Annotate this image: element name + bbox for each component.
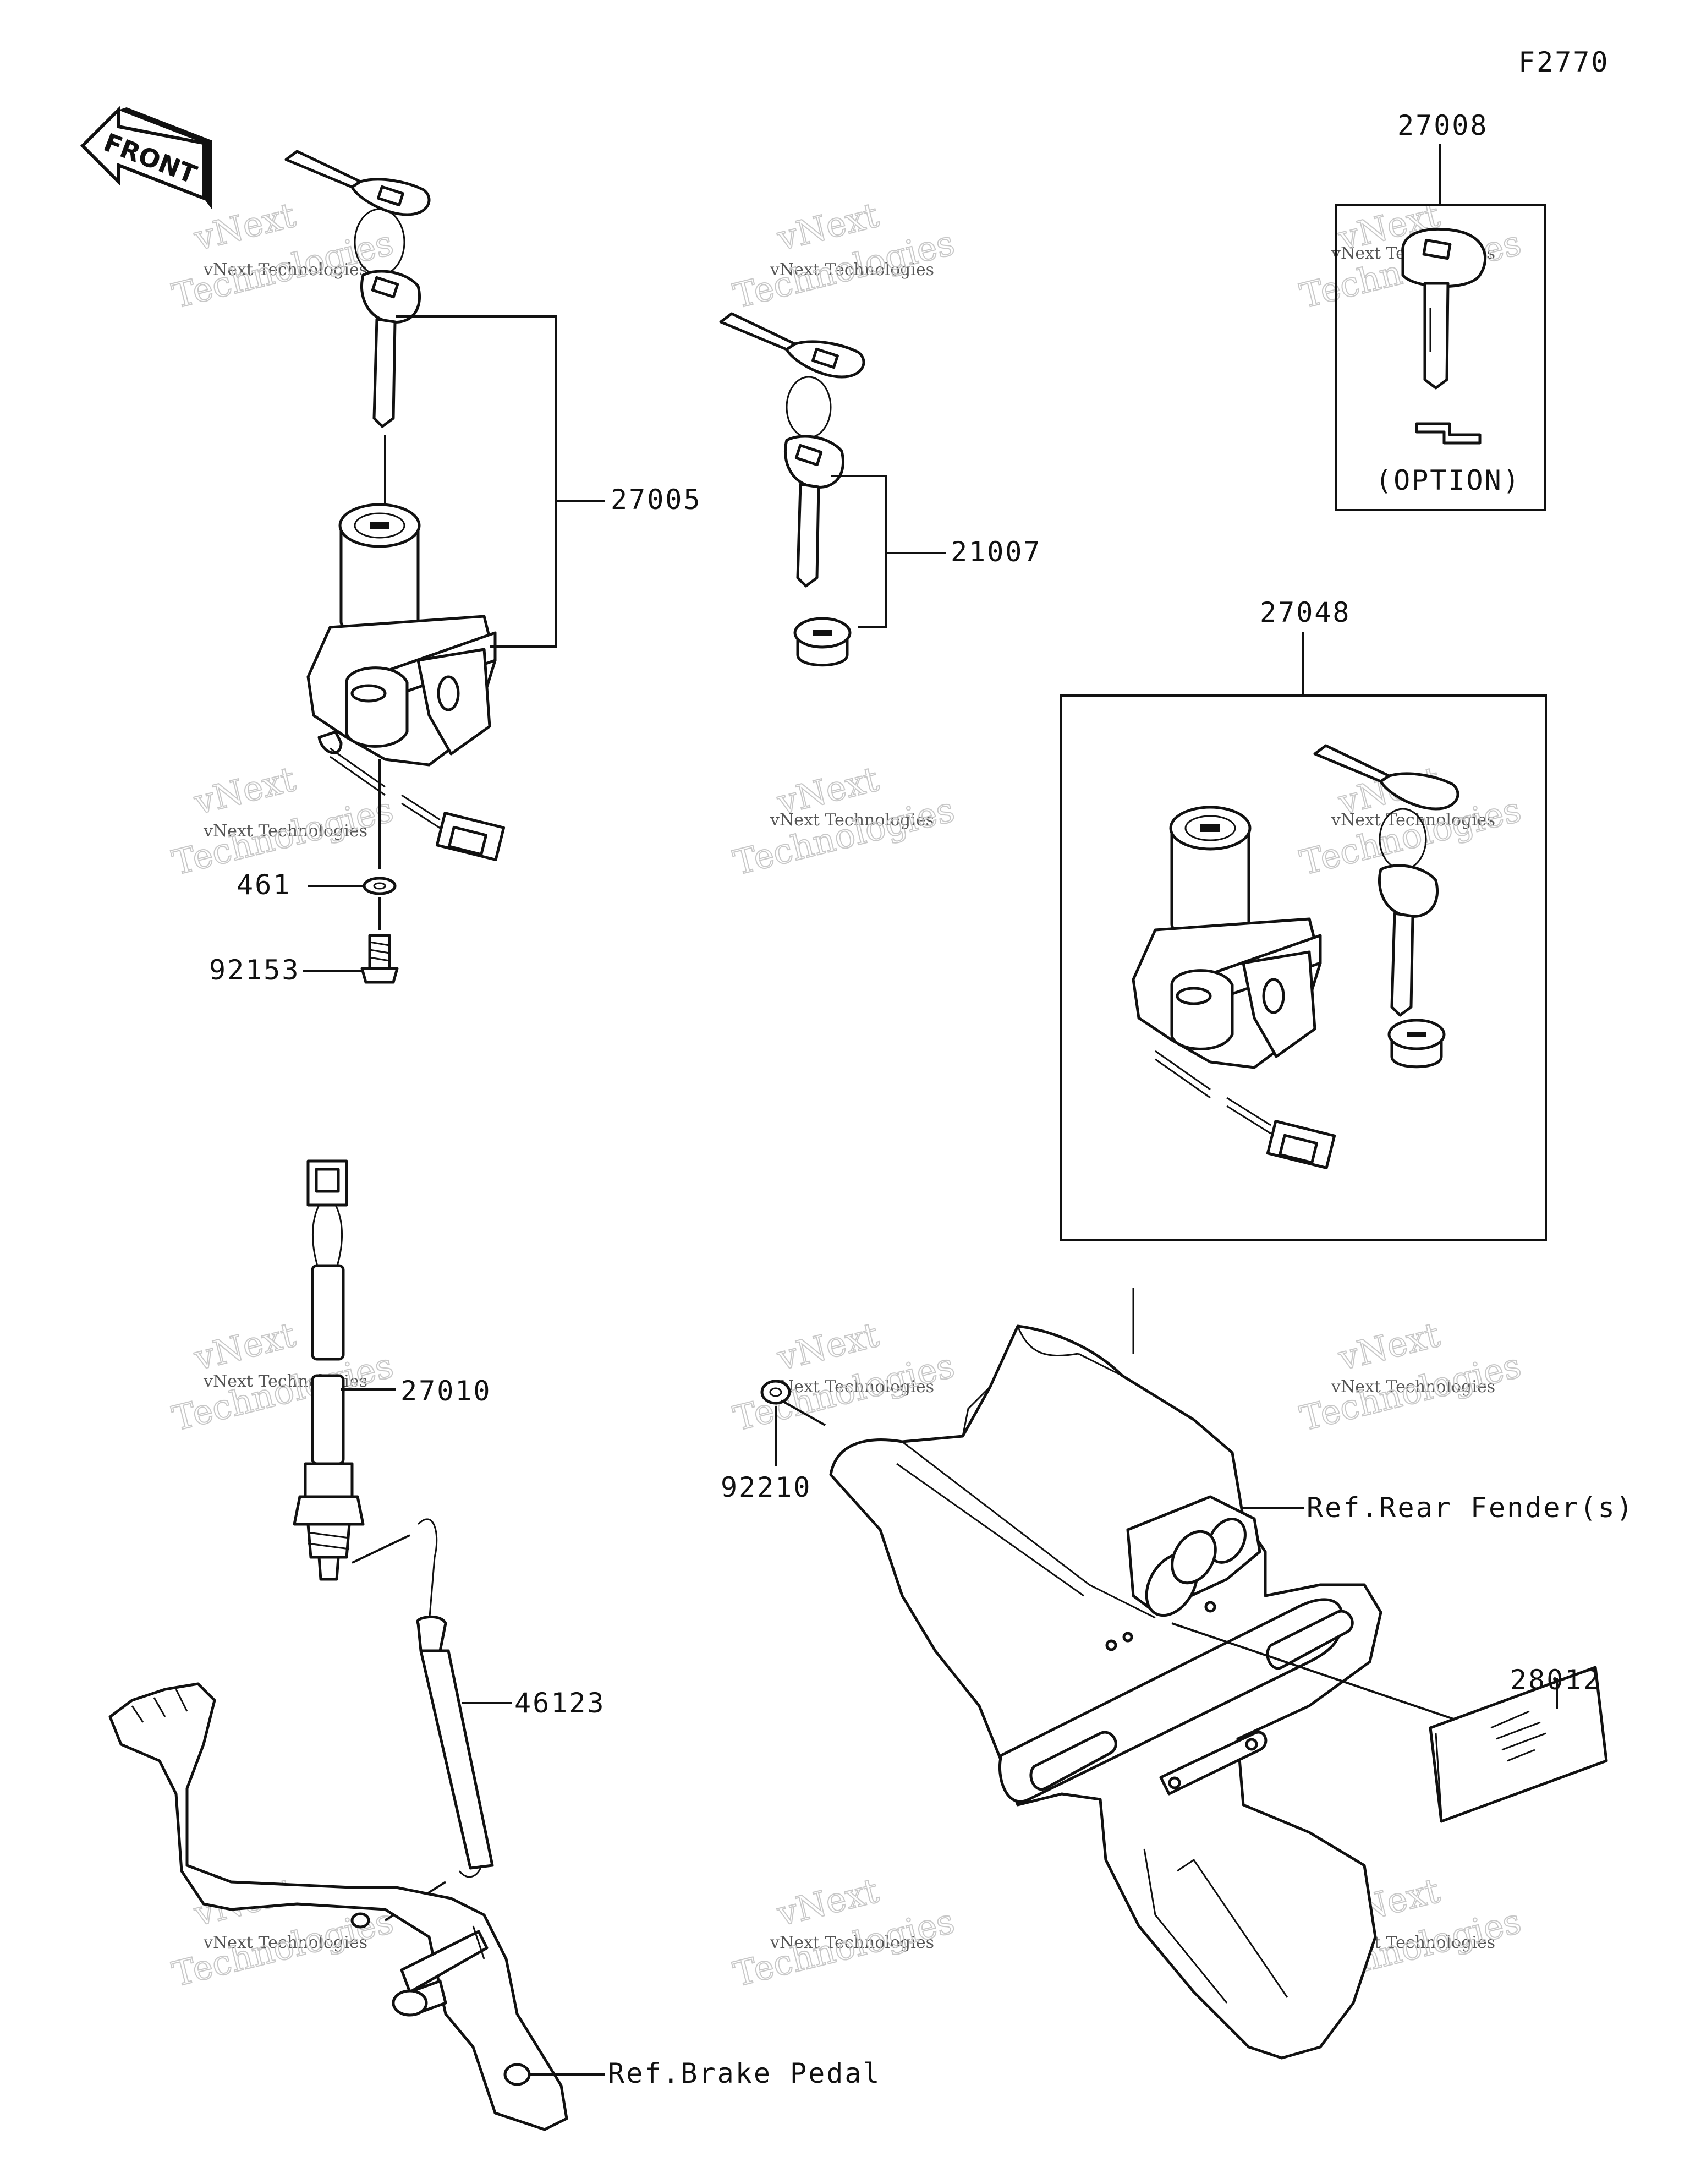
brake-pedal-illustration (108, 1682, 568, 2131)
ignition-key-set-illustration (284, 150, 431, 428)
watermark-text: vNext Technologies (770, 1933, 934, 1952)
lock-set-box (1060, 694, 1547, 1241)
option-key-illustration (1401, 227, 1487, 445)
bolt-illustration (360, 934, 399, 984)
watermark-text: vNext Technologies (770, 1377, 934, 1397)
callout-27010: 27010 (400, 1375, 492, 1407)
leader-bracket (396, 315, 557, 648)
callout-28012: 28012 (1510, 1664, 1601, 1696)
ref-brake-pedal-label: Ref.Brake Pedal (608, 2057, 881, 2089)
watermark-text: vNext Technologies (770, 811, 934, 830)
option-box (1335, 204, 1546, 511)
callout-46123: 46123 (514, 1687, 606, 1719)
callout-27005: 27005 (611, 484, 702, 516)
brake-switch-spring-illustration (416, 1518, 494, 1878)
washer-illustration (363, 877, 397, 895)
watermark-text: vNext Technologies (203, 260, 367, 280)
callout-27008: 27008 (1397, 110, 1489, 141)
reflector-illustration (1429, 1666, 1608, 1823)
callout-92153: 92153 (209, 954, 300, 986)
callout-92210: 92210 (721, 1471, 812, 1503)
nut-illustration (760, 1380, 791, 1405)
watermark-text: vNext Technologies (203, 822, 367, 841)
ref-rear-fender-label: Ref.Rear Fender(s) (1307, 1492, 1634, 1524)
leader-bracket (831, 475, 887, 628)
figure-code: F2770 (1518, 46, 1610, 78)
watermark-text: vNext Technologies (203, 1933, 367, 1952)
callout-27048: 27048 (1260, 596, 1351, 628)
watermark-group: vNext Technologies vNext Technologies vN… (168, 194, 1526, 1995)
watermark-text: vNext Technologies (770, 260, 934, 280)
leader-line (352, 1534, 410, 1564)
callout-21007: 21007 (951, 536, 1042, 568)
front-arrow-icon: FRONT (80, 106, 212, 209)
watermark-text: vNext Technologies (1331, 811, 1495, 830)
ignition-switch-illustration (306, 503, 506, 861)
watermark-big: vNext (190, 1315, 299, 1378)
key-blank-set-illustration (719, 312, 865, 667)
lock-set-illustration (1132, 744, 1459, 1169)
callout-461: 461 (237, 869, 291, 901)
option-label: (OPTION) (1375, 464, 1521, 496)
rear-brake-switch-illustration (293, 1159, 365, 1581)
watermark-big: vNext (190, 759, 299, 823)
watermark-text: vNext Technologies (1331, 1377, 1495, 1397)
leader-line (1171, 1622, 1464, 1723)
rear-fender-illustration (829, 1288, 1382, 2060)
leader-line (781, 1399, 826, 1426)
